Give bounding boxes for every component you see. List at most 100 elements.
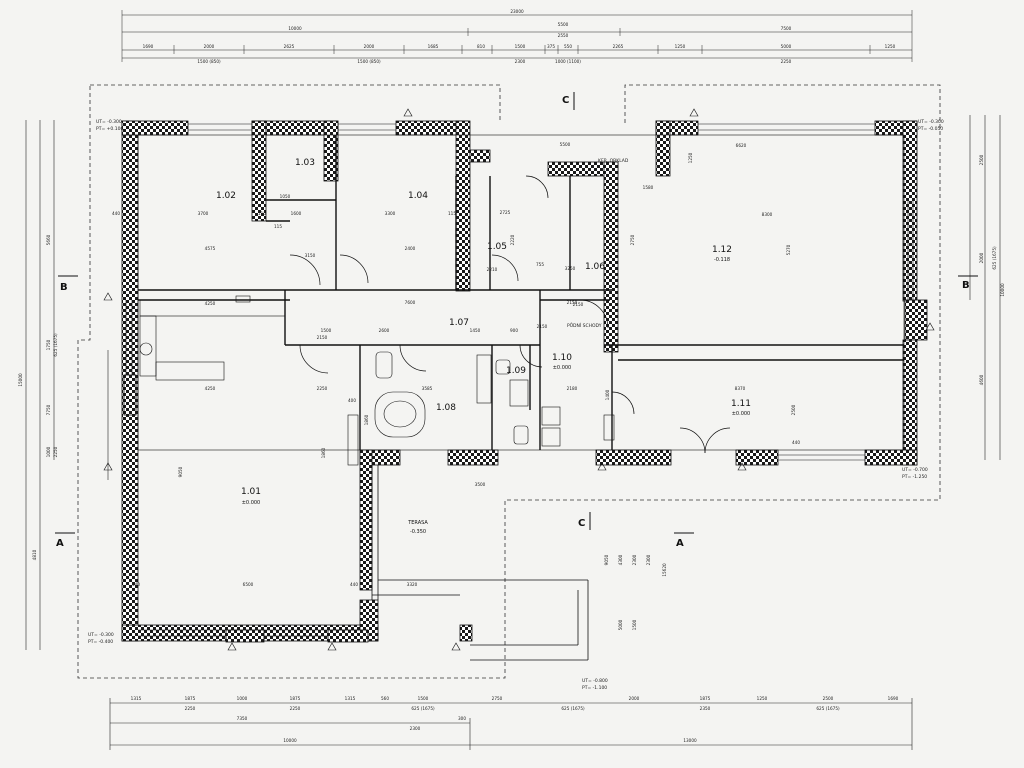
- dim-top: 2550: [558, 33, 569, 38]
- level-note: UT= -0.300: [918, 119, 944, 125]
- section-mark-c-bottom: C: [578, 518, 585, 529]
- dim-interior: 440: [132, 582, 140, 587]
- room-number: 1.06: [585, 262, 605, 272]
- room-number: 1.07: [449, 318, 469, 328]
- dim-interior: 900: [510, 328, 518, 333]
- dim-interior: 4250: [205, 301, 216, 306]
- dim-left: 625 (1675): [53, 333, 58, 357]
- room-level: ±0.000: [732, 411, 751, 417]
- dim-interior: 2220: [510, 234, 515, 245]
- top-dimension-lines: [121, 10, 913, 62]
- dim-bottom: 560: [381, 696, 389, 701]
- interior-walls: [137, 134, 905, 451]
- dim-interior: 3250: [565, 266, 576, 271]
- dim-top: 5500: [558, 22, 569, 27]
- room-number: 1.12: [712, 245, 732, 255]
- dim-top: 810: [477, 44, 485, 49]
- doors: [289, 175, 731, 454]
- dim-left: 5660: [46, 234, 51, 245]
- dim-interior: 8300: [762, 212, 773, 217]
- dim-interior: 440: [350, 582, 358, 587]
- dim-interior: 115: [448, 211, 456, 216]
- dim-bottom: 625 (1675): [816, 706, 840, 711]
- section-marks: B B A A C C: [55, 92, 978, 549]
- dim-top: 5000: [781, 44, 792, 49]
- level-note: UT= -0.800: [582, 678, 608, 684]
- dim-top: 2265: [613, 44, 624, 49]
- room-number: 1.11: [731, 399, 751, 409]
- dim-interior: 115: [258, 211, 266, 216]
- dim-right: 2500: [979, 154, 984, 165]
- dim-bottom: 7350: [237, 716, 248, 721]
- dim-top: 1000 (1100): [555, 59, 581, 64]
- left-dimension-lines: [25, 120, 109, 650]
- dim-top: 1500 (850): [357, 59, 381, 64]
- room-level: -0.118: [714, 257, 730, 263]
- dim-interior: 15620: [662, 563, 667, 577]
- dim-bottom: 1690: [888, 696, 899, 701]
- dim-left: 1000: [46, 446, 51, 457]
- terrace-outline: [371, 465, 589, 661]
- dim-interior: 3500: [475, 482, 486, 487]
- dim-interior: 1450: [470, 328, 481, 333]
- dim-right: 2000: [979, 252, 984, 263]
- section-mark-a-left: A: [56, 538, 64, 549]
- dim-top: 2625: [284, 44, 295, 49]
- dim-interior: 3150: [305, 253, 316, 258]
- dim-interior: 2210: [487, 267, 498, 272]
- dim-bottom: 2000: [629, 696, 640, 701]
- dim-interior: 2150: [537, 324, 548, 329]
- attic-stairs-note: PŮDNÍ SCHODY: [567, 322, 602, 329]
- dim-interior: 2150: [317, 335, 328, 340]
- top-dimension-labels: 23000 10000 5500 2550 7500 1690 2000 262…: [143, 9, 896, 64]
- room-number: 1.02: [216, 191, 236, 201]
- room-number: 1.05: [487, 242, 507, 252]
- level-note: UT= -0.700: [902, 467, 928, 473]
- room-number: 1.09: [506, 366, 526, 376]
- dim-top: 1685: [428, 44, 439, 49]
- dim-top: 2000: [364, 44, 375, 49]
- dim-top: 7500: [781, 26, 792, 31]
- dim-interior: 1860: [321, 447, 326, 458]
- dim-interior: 1050: [280, 194, 291, 199]
- dim-interior: 6500: [243, 582, 254, 587]
- marker-triangles: [103, 108, 935, 651]
- dim-interior: 1860: [364, 414, 369, 425]
- dim-left: 1750: [46, 339, 51, 350]
- dim-right: 10000: [1000, 283, 1005, 297]
- dim-interior: 2750: [630, 234, 635, 245]
- dim-left: 4810: [32, 549, 37, 560]
- dim-top: 2250: [781, 59, 792, 64]
- dim-interior: 2250: [317, 386, 328, 391]
- dim-bottom: 13000: [683, 738, 697, 743]
- room-labels: 1.01 ±0.000 1.02 1.03 1.04 1.05 1.06 1.0…: [216, 158, 751, 535]
- room-number: 1.04: [408, 191, 428, 201]
- level-note: PT= -1.100: [582, 685, 607, 691]
- dim-top: 2300: [515, 59, 526, 64]
- dim-top: 1500 (850): [197, 59, 221, 64]
- terrace-label: TERASA: [407, 520, 428, 526]
- terrace-level: -0.350: [410, 529, 426, 535]
- dim-interior: 1600: [291, 211, 302, 216]
- dim-interior: 115: [274, 224, 282, 229]
- dim-interior: 3300: [385, 211, 396, 216]
- dim-interior: 2500: [791, 404, 796, 415]
- dim-top: 550: [564, 44, 572, 49]
- dim-right: 625 (1675): [992, 246, 997, 270]
- dim-left: 7750: [46, 404, 51, 415]
- dim-interior: 1250: [688, 152, 693, 163]
- dim-bottom: 2250: [185, 706, 196, 711]
- level-note: PT= -0.050: [918, 126, 943, 132]
- dim-interior: 440: [792, 440, 800, 445]
- dim-interior: 3700: [198, 211, 209, 216]
- tile-note: KER. OBKLAD: [598, 158, 629, 164]
- dim-interior: 3320: [407, 582, 418, 587]
- section-mark-c-top: C: [562, 95, 569, 106]
- level-note: UT= -0.300: [88, 632, 114, 638]
- dim-right: 4600: [979, 374, 984, 385]
- dim-interior: 1400: [605, 389, 610, 400]
- level-note: PT= -1.250: [902, 474, 927, 480]
- dim-interior: 755: [536, 262, 544, 267]
- dim-interior: 7600: [405, 300, 416, 305]
- room-number: 1.01: [241, 487, 261, 497]
